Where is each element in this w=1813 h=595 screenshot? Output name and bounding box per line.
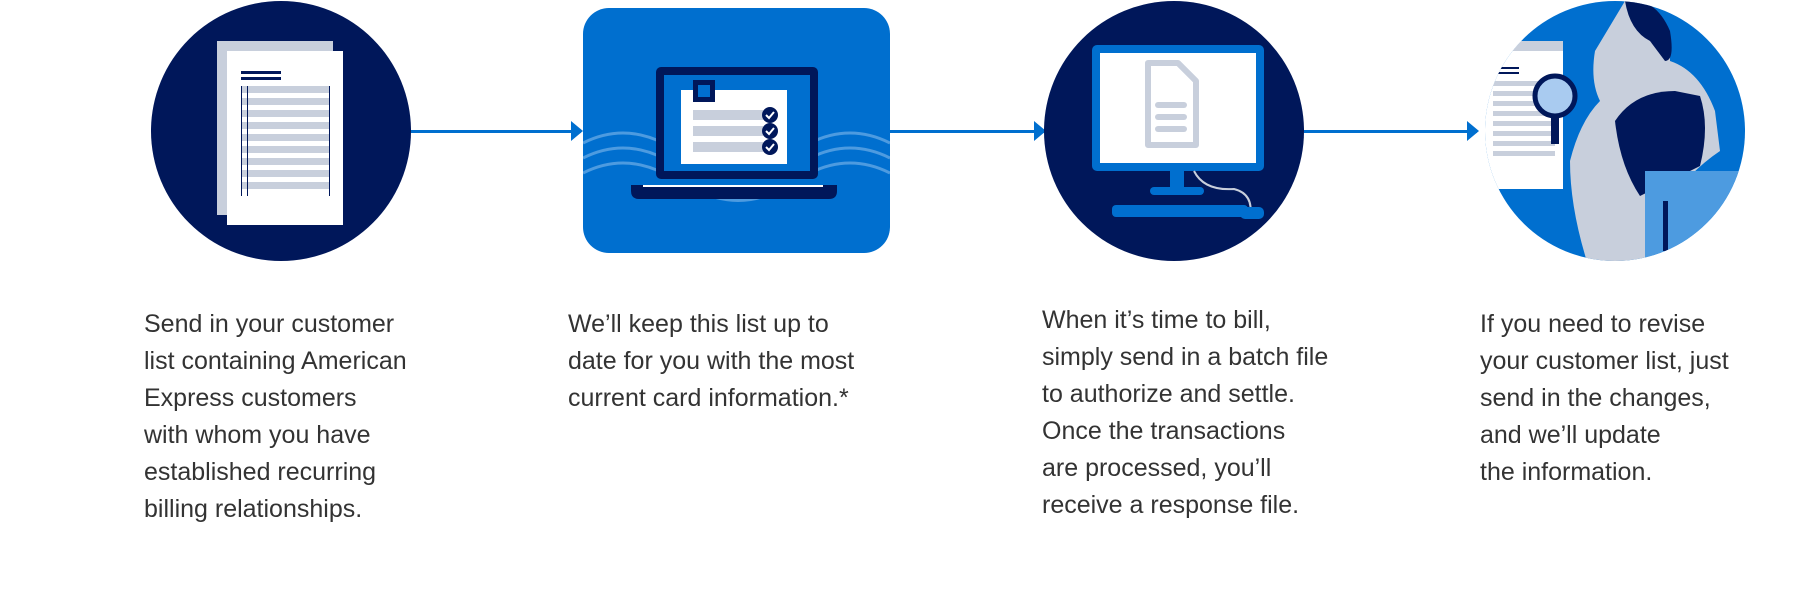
text-line: Once the transactions xyxy=(1042,417,1286,445)
text-line: date for you with the most xyxy=(568,347,855,375)
step-4-description: If you need to revise your customer list… xyxy=(1480,306,1800,491)
text-line: We’ll keep this list up to xyxy=(568,310,829,338)
document-list-icon xyxy=(151,1,411,261)
text-line: send in the changes, xyxy=(1480,384,1711,412)
text-line: your customer list, just xyxy=(1480,347,1729,375)
text-line: with whom you have xyxy=(144,421,371,449)
text-line: billing relationships. xyxy=(144,495,363,523)
text-line: established recurring xyxy=(144,458,377,486)
laptop-checklist-icon xyxy=(583,8,890,253)
text-line: list containing American xyxy=(144,347,407,375)
text-line: to authorize and settle. xyxy=(1042,380,1295,408)
text-line: Express customers xyxy=(144,384,357,412)
step-2-description: We’ll keep this list up to date for you … xyxy=(568,306,888,417)
person-magnifier-icon xyxy=(1485,1,1745,261)
text-line: current card information.* xyxy=(568,384,849,412)
computer-file-icon xyxy=(1044,1,1304,261)
text-line: are processed, you’ll xyxy=(1042,454,1272,482)
text-line: simply send in a batch file xyxy=(1042,343,1329,371)
flow-arrow xyxy=(890,121,1046,141)
text-line: the information. xyxy=(1480,458,1653,486)
flow-arrow xyxy=(411,121,583,141)
text-line: and we’ll update xyxy=(1480,421,1661,449)
text-line: If you need to revise xyxy=(1480,310,1706,338)
text-line: When it’s time to bill, xyxy=(1042,306,1271,334)
flow-arrow xyxy=(1304,121,1479,141)
text-line: receive a response file. xyxy=(1042,491,1300,519)
text-line: Send in your customer xyxy=(144,310,395,338)
step-3-description: When it’s time to bill, simply send in a… xyxy=(1042,302,1362,524)
step-1-description: Send in your customer list containing Am… xyxy=(144,306,464,528)
